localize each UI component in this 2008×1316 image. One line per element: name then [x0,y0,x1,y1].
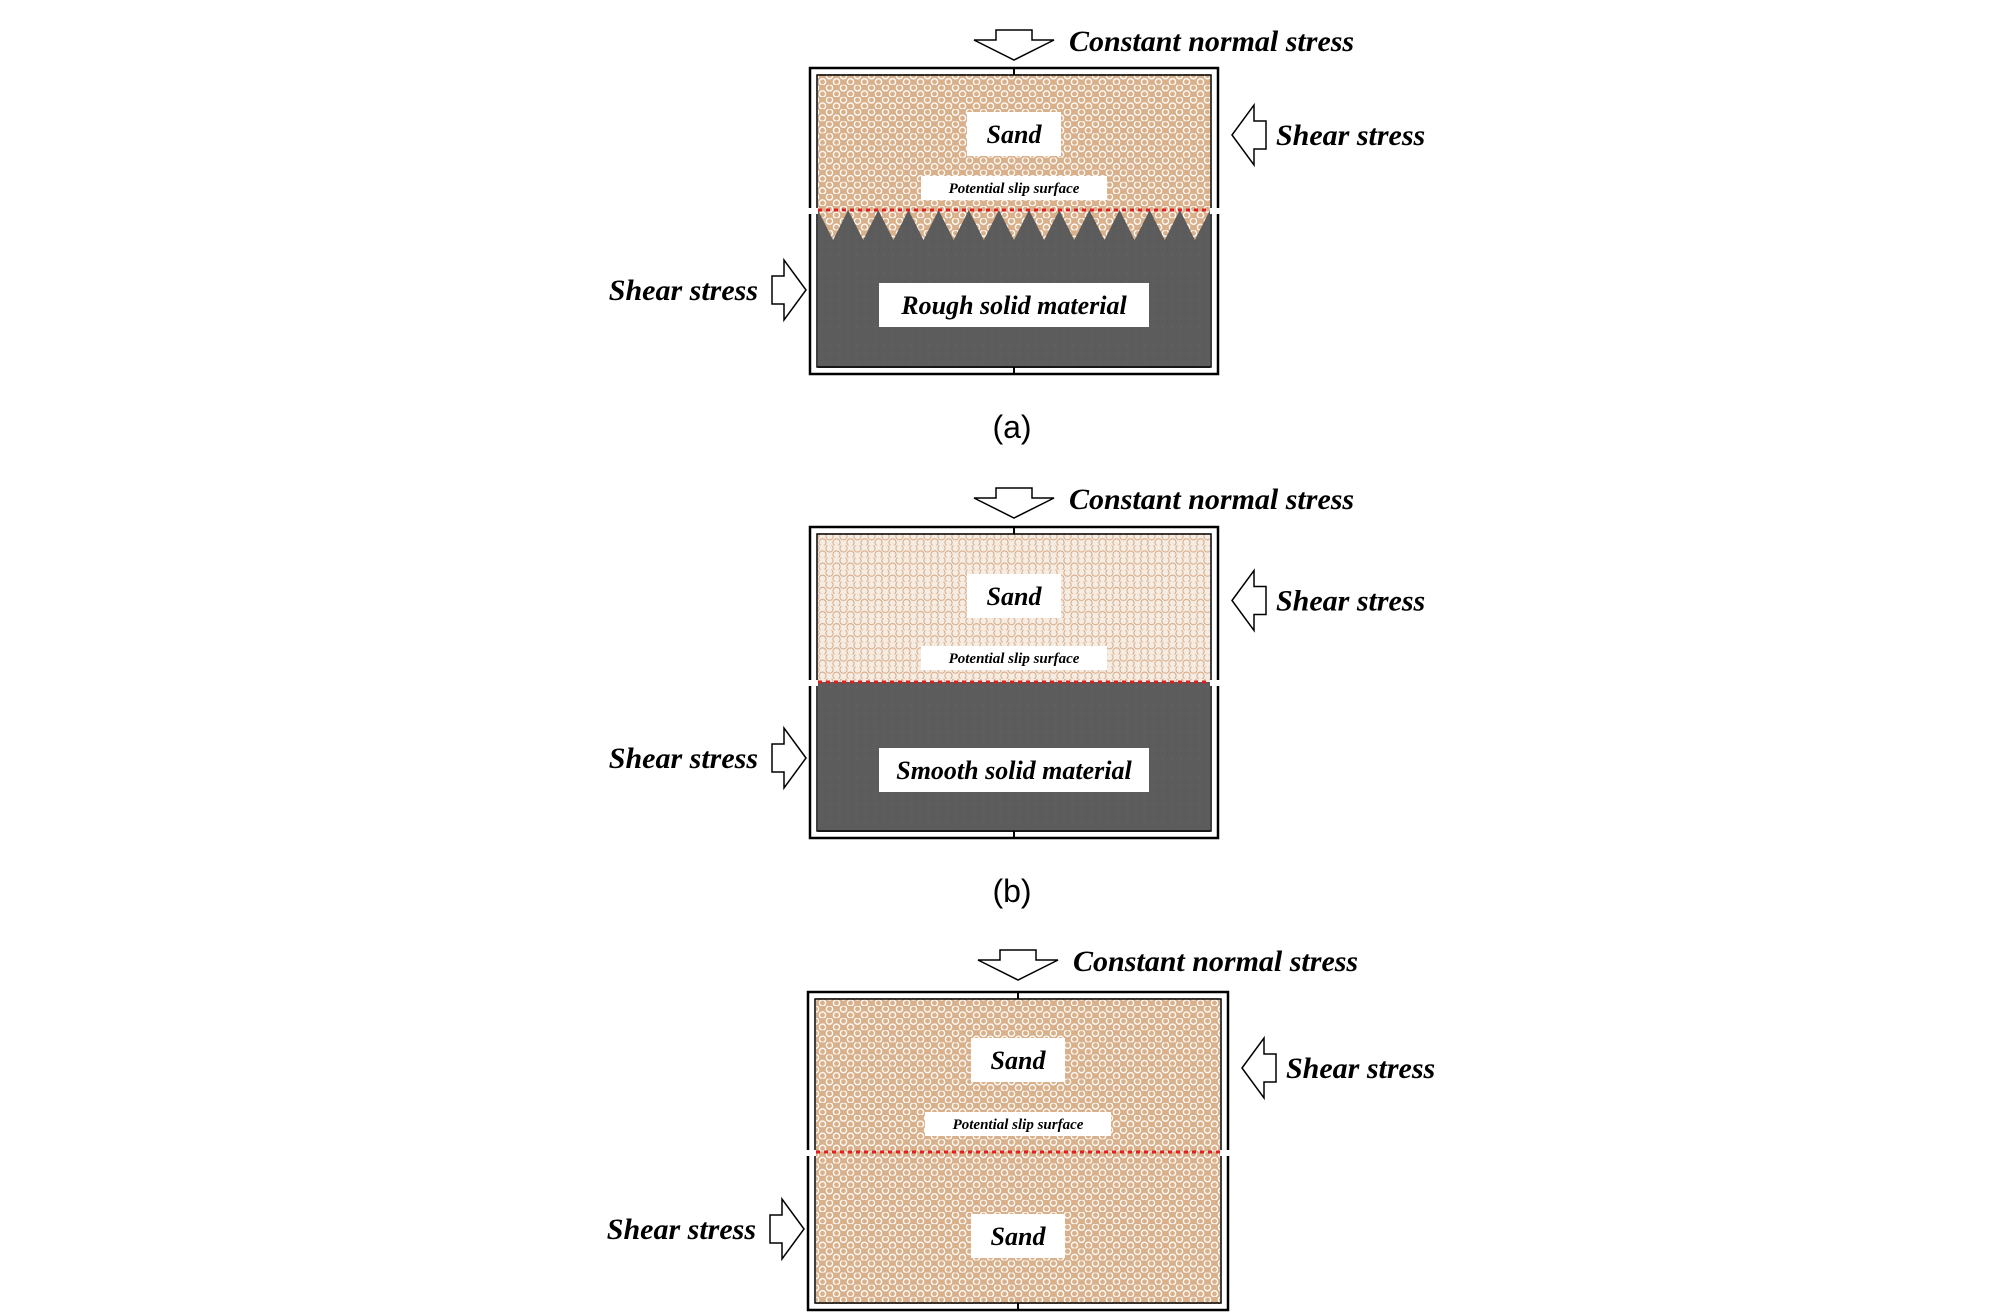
top-shear-label: Shear stress [1276,119,1425,152]
normal-stress-arrow-icon [977,949,1059,981]
panel-caption: (a) [992,409,1031,445]
bottom-shear-label: Shear stress [609,274,758,307]
bottom-shear-arrow-icon [769,1196,805,1262]
rough-tooth [878,210,909,240]
rough-tooth [1119,210,1150,240]
rough-tooth [1059,210,1090,240]
bottom-shear-label: Shear stress [607,1213,756,1246]
bottom-material-label-box [971,1214,1065,1258]
top-material-label: Sand [991,1046,1047,1075]
slip-surface-label-box [921,646,1107,670]
slip-surface-label: Potential slip surface [949,181,1080,197]
top-shear-label: Shear stress [1286,1052,1435,1085]
top-shear-arrow-icon [1231,568,1267,633]
bottom-material-label: Smooth solid material [896,756,1132,785]
top-shear-arrow-icon [1241,1035,1277,1101]
slip-surface-label-box [921,176,1107,200]
slip-surface-label-box [925,1112,1111,1136]
slip-surface-label: Potential slip surface [949,651,1080,667]
rough-tooth [818,210,849,240]
bottom-shear-arrow-icon [771,257,807,323]
normal-stress-label: Constant normal stress [1069,483,1354,516]
top-material-label-box [967,112,1061,156]
rough-tooth [1089,210,1120,240]
bottom-shear-label: Shear stress [609,742,758,775]
rough-tooth [998,210,1030,240]
bottom-material-label: Rough solid material [900,291,1127,320]
rough-tooth [1029,210,1060,240]
normal-stress-arrow-icon [973,487,1055,519]
top-material-label-box [967,574,1061,618]
rough-tooth [848,210,879,240]
panel-caption: (b) [992,873,1031,909]
rough-tooth [908,210,939,240]
rough-tooth [968,210,999,240]
bottom-material-label-box [879,283,1149,327]
normal-stress-label: Constant normal stress [1069,25,1354,58]
bottom-material-label: Sand [991,1222,1047,1251]
top-shear-arrow-icon [1231,102,1267,168]
bottom-material-label-box [879,748,1149,792]
normal-stress-arrow-icon [973,29,1055,61]
bottom-shear-arrow-icon [771,725,807,791]
rough-tooth [938,210,969,240]
slip-surface-label: Potential slip surface [953,1117,1084,1133]
top-shear-label: Shear stress [1276,585,1425,618]
top-material-label-box [971,1038,1065,1082]
normal-stress-label: Constant normal stress [1073,945,1358,978]
rough-tooth [1179,210,1210,240]
top-material-label: Sand [987,120,1043,149]
top-material-label: Sand [987,582,1043,611]
rough-tooth [1149,210,1180,240]
